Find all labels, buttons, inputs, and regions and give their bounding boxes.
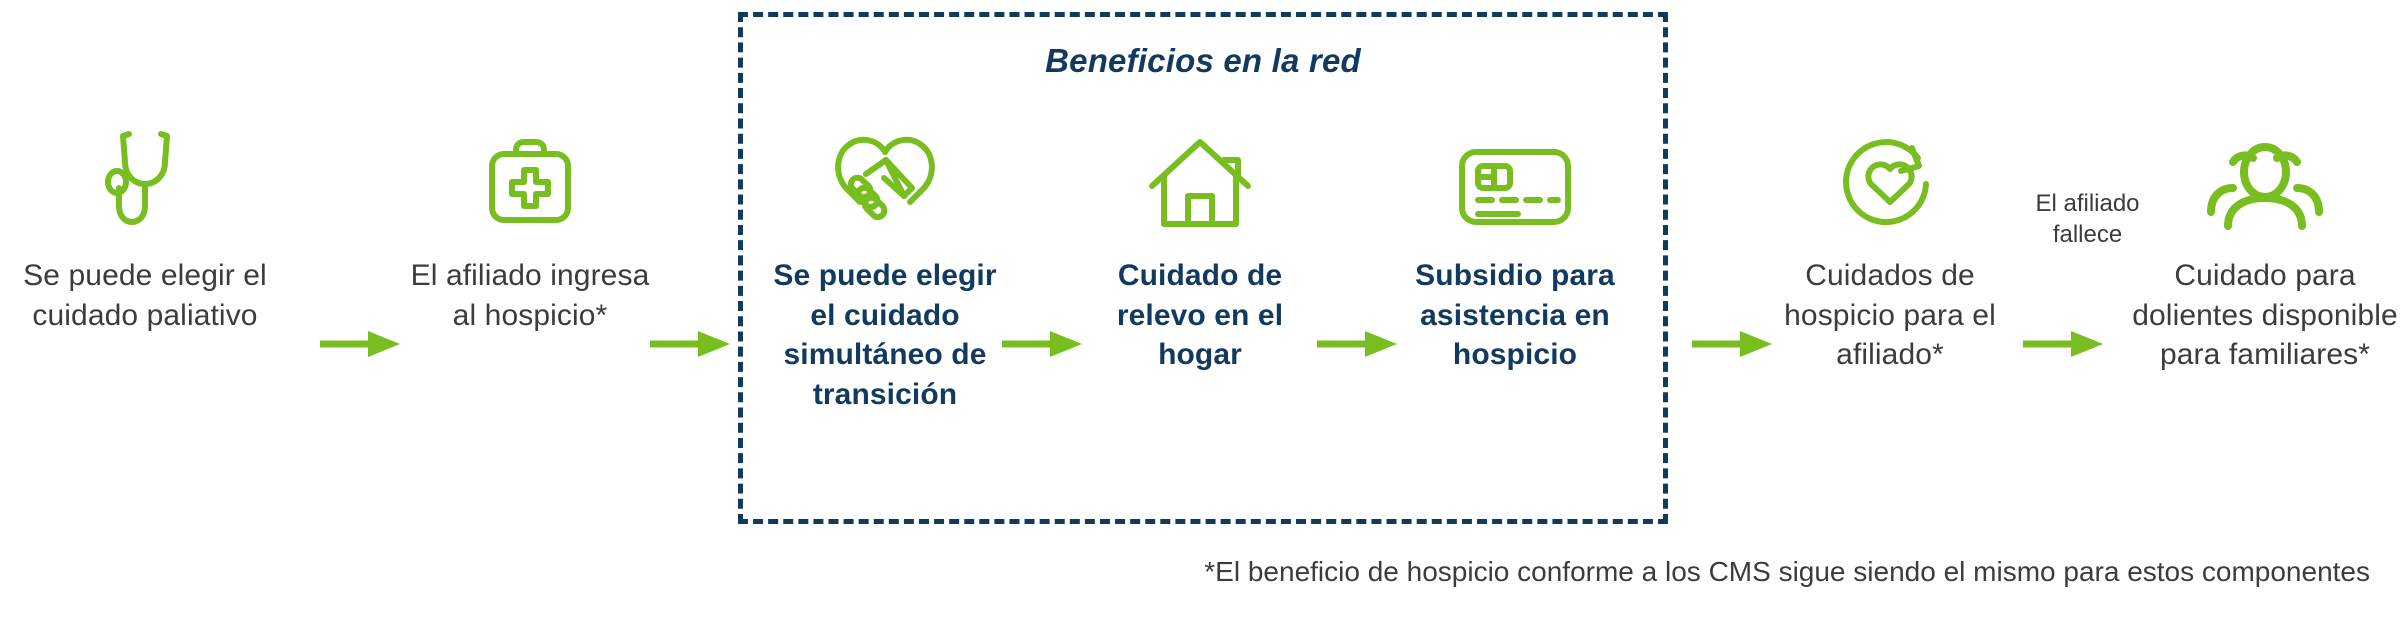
people-group-icon <box>2195 120 2335 230</box>
step-hospice-admission: El afiliado ingresa al hospicio* <box>405 120 655 335</box>
step-label: Cuidados de hospicio para el afiliado* <box>1784 259 1996 372</box>
step-label: Cuidado para dolientes disponible para f… <box>2132 259 2398 372</box>
network-benefits-title: Beneficios en la red <box>1045 42 1361 79</box>
benefit-card-icon <box>1456 120 1574 230</box>
step-label: El afiliado ingresa al hospicio* <box>410 259 650 332</box>
heart-handshake-icon <box>826 120 944 230</box>
step-home-respite-care: Cuidado de relevo en el hogar <box>1075 120 1325 375</box>
step-hospice-care-member: Cuidados de hospicio para el afiliado* <box>1765 120 2015 375</box>
step-hospice-assistance-subsidy: Subsidio para asistencia en hospicio <box>1390 120 1640 375</box>
step-label: Se puede elegir el cuidado paliativo <box>23 259 267 332</box>
step-label: Subsidio para asistencia en hospicio <box>1415 259 1615 372</box>
house-icon <box>1146 120 1254 230</box>
medical-bag-icon <box>480 120 580 230</box>
arrow-2 <box>648 327 732 361</box>
step-palliative-care: Se puede elegir el cuidado paliativo <box>20 120 270 335</box>
arrow-5 <box>1690 327 1774 361</box>
stethoscope-icon <box>97 120 193 230</box>
heart-refresh-icon <box>1838 120 1942 230</box>
network-benefits-box <box>738 12 1668 524</box>
member-deceased-note: El afiliado fallece <box>2035 190 2140 249</box>
step-label: Se puede elegir el cuidado simultáneo de… <box>773 259 997 411</box>
arrow-4 <box>1315 327 1399 361</box>
step-label: Cuidado de relevo en el hogar <box>1116 259 1284 372</box>
arrow-6 <box>2021 327 2105 361</box>
footnote-text: *El beneficio de hospicio conforme a los… <box>1204 556 2370 587</box>
step-concurrent-transition-care: Se puede elegir el cuidado simultáneo de… <box>760 120 1010 414</box>
arrow-1 <box>318 327 402 361</box>
step-bereavement-care: Cuidado para dolientes disponible para f… <box>2120 120 2400 375</box>
arrow-3 <box>1000 327 1084 361</box>
